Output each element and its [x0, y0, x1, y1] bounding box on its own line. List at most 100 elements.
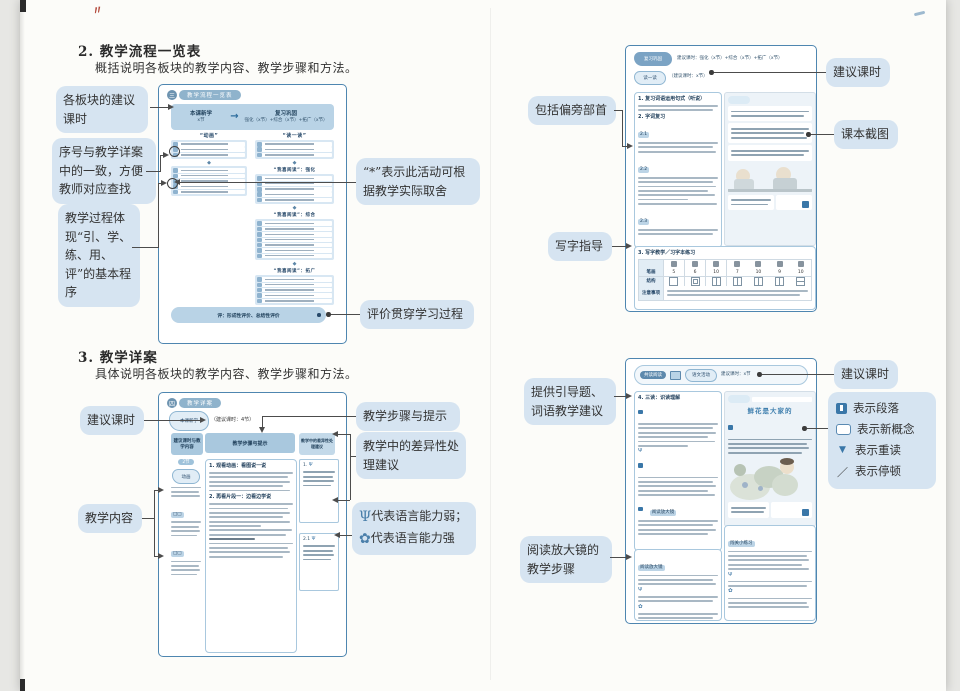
text-line [638, 595, 718, 598]
connector-arrow [174, 178, 180, 185]
flow-group [171, 166, 247, 197]
connector-line [614, 396, 626, 398]
list-item-body [638, 176, 718, 205]
step-chip: 2.1 [638, 132, 650, 139]
callout-suggested-periods-bottom: 建议课时 [834, 360, 898, 389]
practice-tag: 闯关小练习 [728, 541, 755, 547]
text-line [171, 495, 201, 498]
text-line [638, 233, 714, 236]
sprout-icon: Ψ [638, 448, 643, 455]
flow-col-animation: “动画” ◆ [171, 131, 247, 197]
text-line [638, 194, 715, 197]
text-line [638, 578, 714, 581]
connector-line [146, 171, 160, 173]
figure4-guidance-box: 4. 三读：识读理解 Ψ 阅读放大镜 [634, 391, 722, 551]
connector-arrow [626, 392, 632, 399]
callout-guiding-questions: 提供引导题、词语教学建议 [524, 378, 616, 426]
figure3-left-list: 1. 复习词语运用句式（听说） 2. 字词复习 2.1 2.2 2.3 [634, 92, 722, 248]
text-line [171, 521, 201, 524]
paragraph-marker-icon [638, 409, 643, 415]
text-line [638, 533, 709, 536]
column-header-2: 教学步骤与提示 [205, 433, 295, 453]
flow-row [257, 232, 332, 237]
text-line [638, 431, 716, 434]
reading-magnifier-box: 阅读放大镜 Ψ ✿ [634, 549, 722, 621]
sprout-icon: Ψ [728, 571, 733, 578]
sprout-icon: Ψ [308, 463, 313, 468]
text-line [171, 564, 200, 567]
text-line [171, 560, 201, 563]
periods-text: 建议课时：x节 [721, 372, 751, 378]
book-title-lines [171, 486, 201, 498]
panel-cloud-icon [728, 395, 750, 403]
practice-lines [728, 597, 812, 609]
guidance-lines [638, 476, 718, 496]
connector-line [154, 490, 156, 556]
word-list-lines [171, 521, 201, 537]
text-line [638, 524, 714, 527]
text-line [209, 542, 293, 545]
text-line [303, 480, 335, 483]
text-line [209, 485, 283, 488]
flow-group [171, 140, 247, 160]
review-cloud-badge: 复习巩固 [634, 52, 672, 66]
notes-lines [663, 286, 811, 300]
text-line [638, 485, 716, 488]
flow-row [257, 197, 332, 203]
flow-row [257, 192, 332, 197]
sprout-icon: Ψ [359, 509, 372, 525]
sprout-icon: Ψ [638, 586, 643, 593]
column-header-1: 建议课时与教学内容 [171, 433, 203, 455]
callout-process: 教学过程体现“引、学、练、用、评”的基本程序 [58, 204, 140, 307]
flow-group [255, 219, 334, 261]
flow-row [257, 248, 332, 253]
text-line [171, 569, 201, 572]
reading-textbook-panel: 鲜花是大家的 [724, 391, 816, 527]
connector-line [330, 314, 360, 316]
text-line [209, 516, 283, 519]
connector-line [622, 110, 624, 146]
scan-artifact [20, 679, 25, 691]
step-chip: 2.2 [638, 167, 650, 174]
figure-detailed-lesson-plan: 四 教学详案 本课新学 （建议课时：4节） 建议课时与教学内容 教学步骤与提示 … [158, 392, 347, 657]
connector-arrow [334, 531, 340, 538]
connector-arrow [332, 496, 338, 503]
section2-subtitle: 概括说明各板块的教学内容、教学步骤和方法。 [95, 61, 358, 75]
text-line [728, 451, 802, 454]
text-line [638, 617, 714, 619]
flow-row [257, 298, 332, 304]
section-title: 4. 三读：识读理解 [638, 395, 681, 401]
callout-numbering: 序号与教学详案中的一致，方便教师对应查找 [52, 138, 156, 204]
step-body [209, 472, 293, 492]
text-line [638, 476, 718, 479]
text-line [209, 476, 288, 479]
text-line [731, 506, 766, 509]
connector-arrow [158, 552, 164, 559]
text-line [171, 573, 198, 576]
callout-writing-guide: 写字指导 [548, 232, 612, 261]
scan-artifact [20, 0, 26, 12]
callout-teaching-content: 教学内容 [78, 504, 142, 533]
text-line [638, 198, 688, 201]
note-lines [303, 471, 335, 487]
figure2-badge: 四 教学详案 [167, 398, 222, 408]
flower-icon: ✿ [359, 530, 371, 547]
figure2-left-column: 2节 动画 □□ □□ [171, 459, 201, 578]
word-list-lines [171, 560, 201, 576]
page-edge-shadow [20, 0, 25, 691]
list-item-body [638, 141, 718, 153]
lesson-paragraph [728, 438, 812, 454]
text-line [638, 203, 718, 205]
text-line [638, 440, 715, 443]
section2-heading: 2. 教学流程一览表 [78, 44, 202, 60]
guidance-lines [638, 520, 718, 536]
step-body [209, 503, 293, 536]
figure1-top-band: 本课新学 x节 → 复习巩固 强化（x节）+综合（x节）+拓广（x节） [171, 104, 334, 130]
list-item-title: 1. 复习词语运用句式（听说） [638, 96, 706, 102]
connector-arrow [626, 553, 632, 560]
connector-line [810, 134, 834, 136]
text-line [209, 533, 287, 536]
text-line [728, 606, 810, 609]
text-line [638, 109, 714, 112]
connector-line [154, 556, 158, 558]
